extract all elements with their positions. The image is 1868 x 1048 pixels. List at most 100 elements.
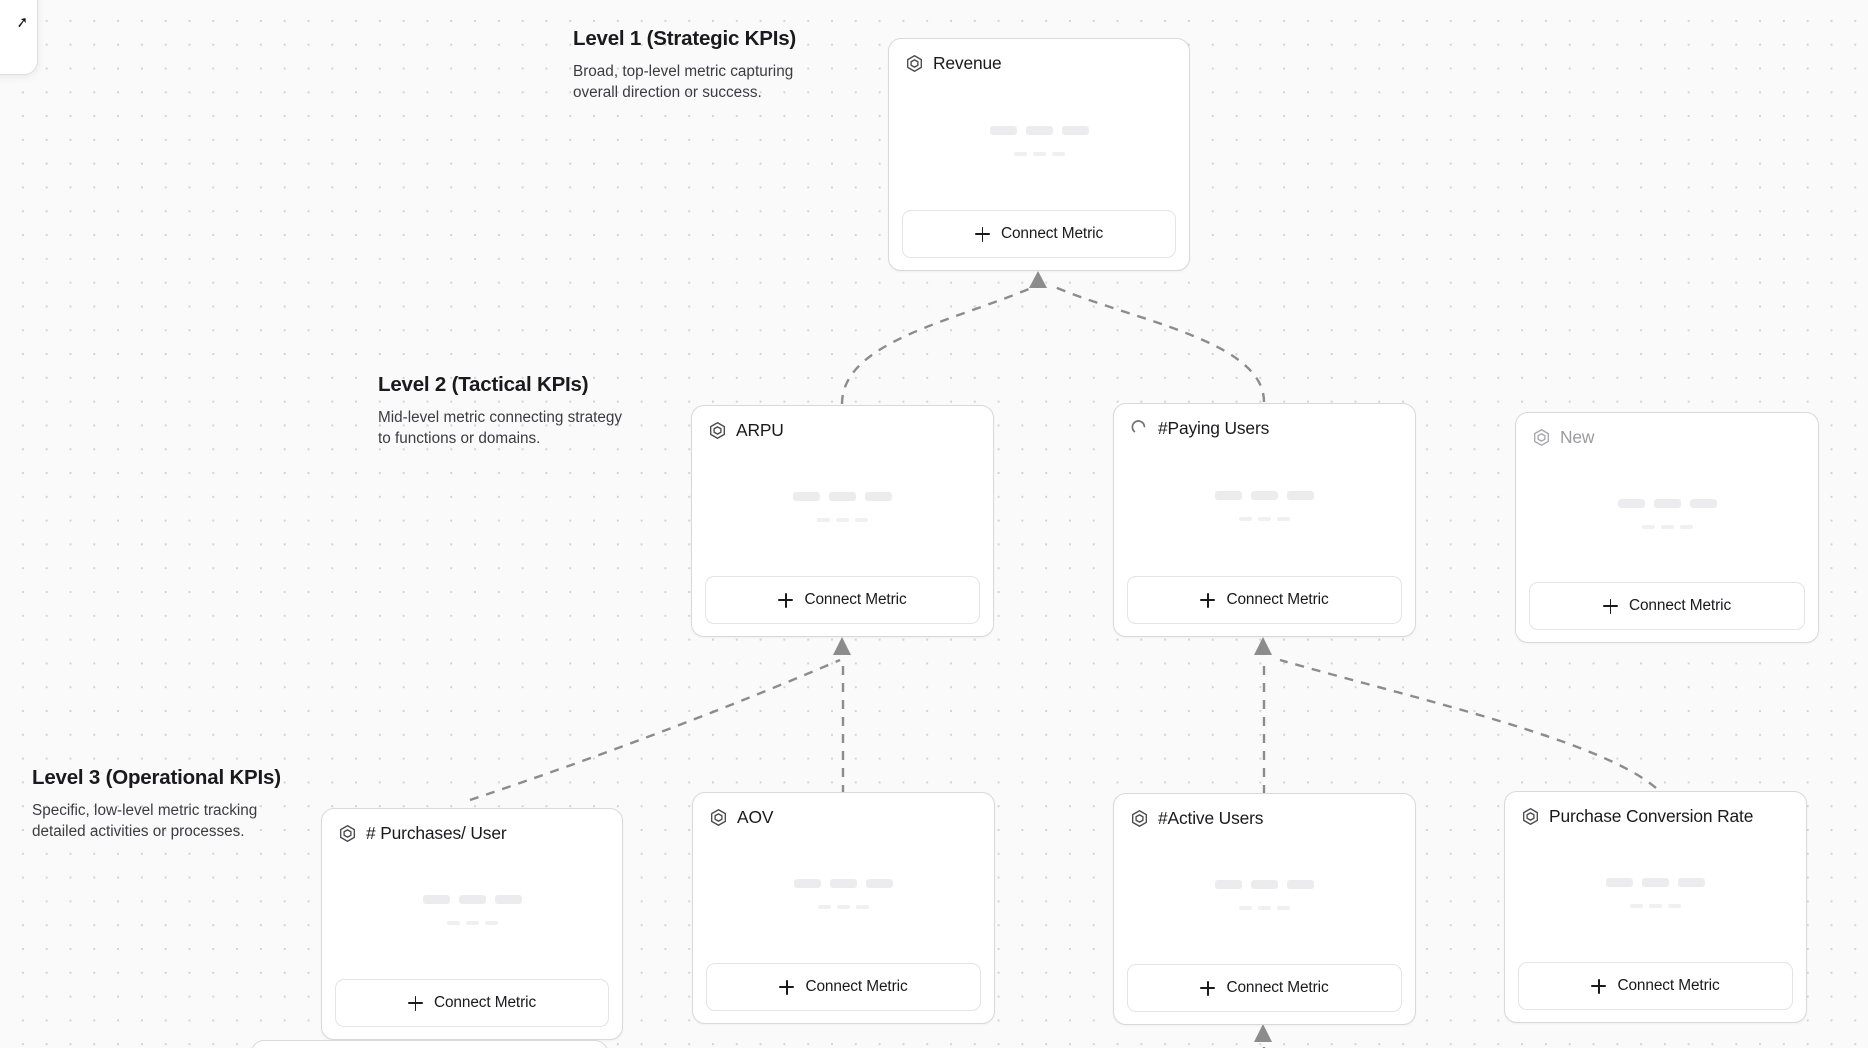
hexagon-icon bbox=[1521, 807, 1540, 826]
metric-card-arpu[interactable]: ARPU Connect Metric bbox=[691, 405, 994, 637]
cursor-icon: ➚ bbox=[15, 13, 31, 32]
connect-metric-button[interactable]: Connect Metric bbox=[1529, 582, 1805, 630]
arrowhead-revenue bbox=[1029, 271, 1047, 288]
metric-card-aov[interactable]: AOV Connect Metric bbox=[692, 792, 995, 1024]
arrowhead-arpu bbox=[833, 637, 851, 655]
skeleton-row-secondary bbox=[1239, 517, 1290, 522]
skeleton-bar bbox=[865, 492, 892, 502]
skeleton-bar bbox=[465, 921, 479, 926]
level-1-label-block: Level 1 (Strategic KPIs) Broad, top-leve… bbox=[573, 26, 828, 104]
skeleton-bar bbox=[484, 921, 498, 926]
hexagon-icon bbox=[905, 54, 924, 73]
skeleton-row-primary bbox=[989, 125, 1089, 135]
level-2-description: Mid-level metric connecting strategy to … bbox=[378, 408, 622, 448]
metric-card-partial-offscreen[interactable] bbox=[251, 1040, 608, 1048]
skeleton-bar bbox=[494, 895, 522, 905]
card-title: New bbox=[1560, 427, 1595, 447]
skeleton-bar bbox=[1641, 524, 1655, 529]
skeleton-row-secondary bbox=[446, 921, 498, 926]
card-title: Purchase Conversion Rate bbox=[1549, 806, 1754, 826]
connect-metric-label: Connect Metric bbox=[1617, 977, 1720, 994]
hexagon-icon bbox=[1532, 428, 1551, 447]
skeleton-bar bbox=[855, 518, 868, 523]
connect-metric-label: Connect Metric bbox=[1000, 225, 1104, 242]
skeleton-bar bbox=[1606, 878, 1633, 888]
skeleton-bar bbox=[818, 905, 831, 910]
skeleton-row-primary bbox=[793, 492, 892, 502]
arrowhead-active-users-bottom bbox=[1254, 1024, 1272, 1042]
edge-purchases-to-arpu bbox=[469, 658, 841, 802]
card-skeleton-body bbox=[1127, 828, 1402, 964]
skeleton-bar bbox=[1251, 491, 1278, 501]
card-header: #Paying Users bbox=[1127, 417, 1402, 438]
skeleton-row-secondary bbox=[817, 518, 868, 523]
connect-metric-button[interactable]: Connect Metric bbox=[335, 979, 609, 1027]
connect-metric-label: Connect Metric bbox=[804, 591, 907, 608]
skeleton-bar bbox=[1239, 906, 1252, 911]
floating-corner-panel[interactable]: ➚ bbox=[0, 0, 38, 75]
skeleton-bar bbox=[1215, 491, 1242, 501]
connect-metric-button[interactable]: Connect Metric bbox=[1127, 964, 1402, 1012]
skeleton-bar bbox=[1630, 904, 1643, 909]
skeleton-bar bbox=[1215, 880, 1242, 890]
metric-card-revenue[interactable]: Revenue Connect Metric bbox=[888, 38, 1190, 271]
skeleton-bar bbox=[829, 492, 856, 502]
skeleton-bar bbox=[1668, 904, 1681, 909]
skeleton-row-primary bbox=[1215, 880, 1314, 890]
skeleton-row-primary bbox=[794, 879, 893, 889]
card-skeleton-body bbox=[1529, 447, 1805, 582]
level-1-description: Broad, top-level metric capturing overal… bbox=[573, 62, 794, 102]
edge-arpu-to-revenue bbox=[840, 283, 1039, 405]
skeleton-bar bbox=[422, 895, 450, 905]
connect-metric-button[interactable]: Connect Metric bbox=[902, 210, 1176, 258]
level-2-title: Level 2 (Tactical KPIs) bbox=[378, 373, 589, 396]
connect-metric-label: Connect Metric bbox=[805, 978, 908, 995]
connect-metric-button[interactable]: Connect Metric bbox=[706, 963, 981, 1011]
skeleton-bar bbox=[1277, 517, 1290, 522]
skeleton-row-secondary bbox=[1239, 906, 1290, 911]
connect-metric-button[interactable]: Connect Metric bbox=[1518, 962, 1793, 1010]
skeleton-bar bbox=[836, 518, 849, 523]
card-header: ARPU bbox=[705, 419, 980, 440]
connect-metric-button[interactable]: Connect Metric bbox=[705, 576, 980, 624]
plus-icon bbox=[1200, 592, 1216, 608]
skeleton-bar bbox=[1061, 125, 1089, 135]
connect-metric-label: Connect Metric bbox=[1226, 979, 1329, 996]
card-header: Revenue bbox=[902, 52, 1176, 73]
card-header: #Active Users bbox=[1127, 807, 1402, 828]
metric-card-purchase-conversion-rate[interactable]: Purchase Conversion Rate Connect Metric bbox=[1504, 791, 1807, 1023]
metric-card-new[interactable]: New Connect Metric bbox=[1515, 412, 1819, 643]
card-skeleton-body bbox=[902, 73, 1176, 210]
card-title: #Active Users bbox=[1158, 808, 1264, 828]
card-skeleton-body bbox=[1518, 826, 1793, 962]
connect-metric-label: Connect Metric bbox=[433, 994, 537, 1011]
level-3-title: Level 3 (Operational KPIs) bbox=[32, 766, 281, 789]
plus-icon bbox=[974, 226, 990, 242]
skeleton-bar bbox=[1032, 151, 1046, 156]
plus-icon bbox=[1591, 978, 1607, 994]
plus-icon bbox=[407, 995, 423, 1011]
skeleton-bar bbox=[458, 895, 486, 905]
hexagon-icon bbox=[709, 808, 728, 827]
skeleton-bar bbox=[866, 879, 893, 889]
skeleton-bar bbox=[1642, 878, 1669, 888]
level-2-label-block: Level 2 (Tactical KPIs) Mid-level metric… bbox=[378, 372, 630, 450]
metric-card-paying-users[interactable]: #Paying Users Connect Metric bbox=[1113, 403, 1416, 637]
hexagon-icon bbox=[1130, 809, 1149, 828]
skeleton-bar bbox=[830, 879, 857, 889]
card-title: Revenue bbox=[933, 53, 1002, 73]
skeleton-bar bbox=[1653, 498, 1681, 508]
hexagon-icon bbox=[338, 824, 357, 843]
skeleton-bar bbox=[817, 518, 830, 523]
card-header: # Purchases/ User bbox=[335, 822, 609, 843]
level-3-description: Specific, low-level metric tracking deta… bbox=[32, 801, 258, 841]
skeleton-bar bbox=[1287, 491, 1314, 501]
edge-paying-users-to-revenue bbox=[1049, 283, 1266, 403]
metric-card-active-users[interactable]: #Active Users Connect Metric bbox=[1113, 793, 1416, 1025]
connect-metric-label: Connect Metric bbox=[1628, 597, 1732, 614]
metric-card-purchases-per-user[interactable]: # Purchases/ User Connect Metric bbox=[321, 808, 623, 1040]
card-title: # Purchases/ User bbox=[366, 823, 507, 843]
connect-metric-button[interactable]: Connect Metric bbox=[1127, 576, 1402, 624]
card-title: ARPU bbox=[736, 420, 784, 440]
